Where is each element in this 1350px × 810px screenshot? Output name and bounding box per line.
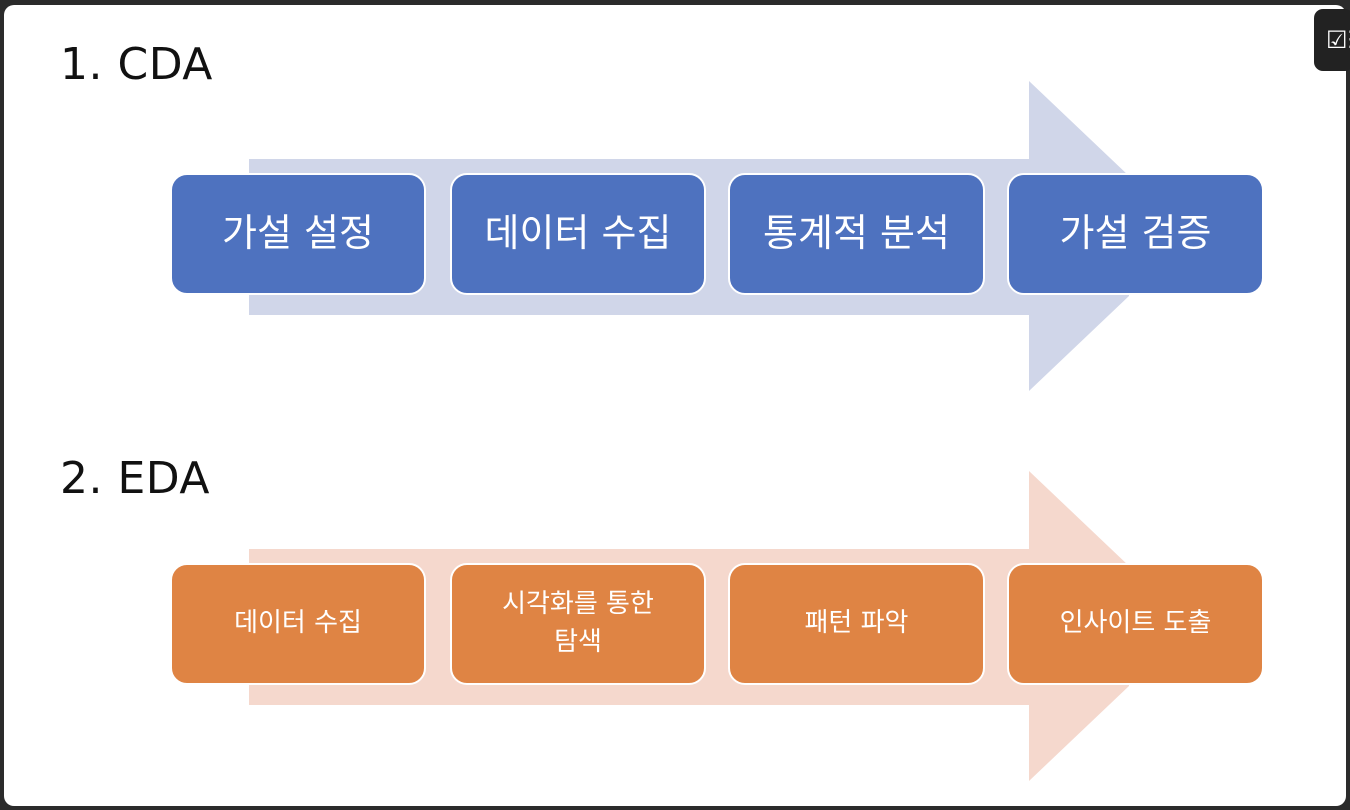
cda-step-4: 가설 검증 [1007,173,1264,295]
checklist-icon: ☑☰ [1326,26,1350,54]
slide-canvas: 1. CDA 가설 설정 데이터 수집 통계적 분석 가설 검증 2. EDA … [4,5,1346,806]
cda-step-3: 통계적 분석 [728,173,985,295]
section-title-eda: 2. EDA [60,453,210,504]
eda-step-3: 패턴 파악 [728,563,985,685]
cda-step-1: 가설 설정 [170,173,426,295]
cda-step-2: 데이터 수집 [450,173,706,295]
checklist-button[interactable]: ☑☰ [1314,9,1350,71]
eda-step-2: 시각화를 통한 탐색 [450,563,706,685]
eda-step-1: 데이터 수집 [170,563,426,685]
eda-step-4: 인사이트 도출 [1007,563,1264,685]
section-title-cda: 1. CDA [60,39,213,90]
